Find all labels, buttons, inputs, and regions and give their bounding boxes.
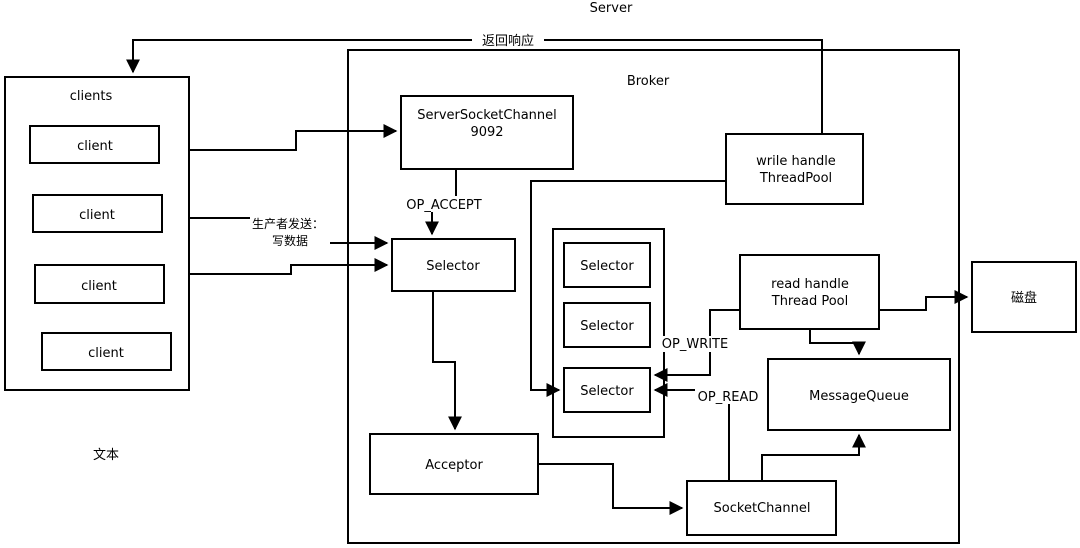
client-node[interactable]: client (41, 332, 172, 371)
edge-label-response: 返回响应 (482, 33, 534, 49)
edge-label-op-read: OP_READ (698, 390, 759, 405)
disk-label: 磁盘 (1011, 290, 1037, 306)
edge-label-bg (472, 32, 544, 48)
client-node[interactable]: client (29, 125, 160, 164)
client-label: client (79, 208, 115, 223)
socket-channel-node[interactable]: SocketChannel (686, 480, 837, 536)
port-label: 9092 (470, 125, 503, 140)
edge-clients-to-server-socket (189, 124, 398, 151)
edge-label-op-accept: OP_ACCEPT (406, 198, 481, 213)
client-node[interactable]: client (34, 264, 165, 304)
client-label: client (88, 346, 124, 361)
edge-label-bg (660, 336, 730, 352)
selector-label: Selector (580, 384, 634, 399)
edge-read-pool-to-mq (809, 329, 866, 356)
acceptor-label: Acceptor (425, 458, 483, 473)
write-thread-pool-node[interactable]: wrile handle ThreadPool (725, 133, 864, 205)
edge-socket-channel-to-mq (761, 433, 866, 481)
client-label: client (77, 139, 113, 154)
selector-label: Selector (580, 319, 634, 334)
selector-label: Selector (580, 259, 634, 274)
client-label: client (81, 279, 117, 294)
edge-label-producer-send: 生产者发送： (252, 216, 324, 231)
edge-selector-to-acceptor (432, 291, 462, 431)
server-title: Server (590, 1, 633, 16)
broker-label: Broker (627, 74, 670, 89)
server-socket-channel-node[interactable]: ServerSocketChannel 9092 (400, 95, 574, 170)
message-queue-node[interactable]: MessageQueue (767, 358, 951, 431)
edge-label-op-write: OP_WRITE (662, 337, 728, 352)
edge-acceptor-to-socket-channel (538, 463, 684, 515)
read-pool-label: read handle (771, 277, 849, 292)
edge-read-pool-to-disk (879, 290, 969, 311)
free-text: 文本 (93, 448, 119, 463)
read-thread-pool-node[interactable]: read handle Thread Pool (739, 254, 880, 330)
edge-clients-to-selector (189, 258, 389, 275)
write-pool-label: ThreadPool (759, 171, 832, 186)
selector-main-label: Selector (426, 259, 480, 274)
selector-pool-node[interactable]: Selector (563, 242, 651, 288)
write-pool-label: wrile handle (756, 154, 836, 169)
clients-title: clients (70, 89, 113, 104)
edge-label-write-data: 写数据 (272, 233, 308, 248)
disk-node[interactable]: 磁盘 (971, 261, 1077, 333)
server-socket-channel-label: ServerSocketChannel (417, 108, 557, 123)
selector-main-node[interactable]: Selector (391, 238, 516, 292)
read-pool-label: Thread Pool (771, 294, 848, 309)
selector-pool-node[interactable]: Selector (563, 302, 651, 348)
socket-channel-label: SocketChannel (714, 501, 811, 516)
selector-pool-node[interactable]: Selector (563, 367, 651, 413)
acceptor-node[interactable]: Acceptor (369, 433, 539, 495)
edge-write-pool-to-selector (530, 180, 726, 397)
client-node[interactable]: client (32, 194, 163, 233)
message-queue-label: MessageQueue (809, 389, 909, 404)
